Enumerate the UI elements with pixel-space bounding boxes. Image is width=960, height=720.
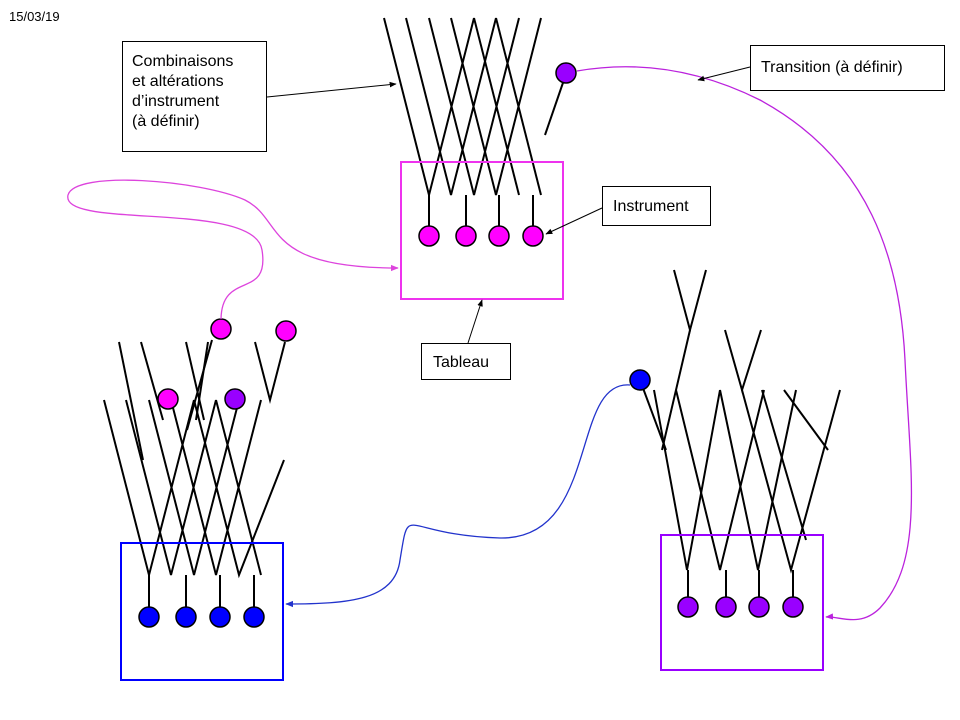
instrument-node	[782, 596, 804, 618]
callout-pointers	[266, 66, 751, 344]
callout-combinaisons-line: et altérations	[132, 73, 224, 90]
transition-curve-magenta	[67, 179, 399, 320]
transition-curve-purple	[576, 66, 913, 621]
pointer-tableau	[467, 299, 483, 344]
transition-node-purple	[555, 62, 577, 84]
tableau-frame-blue	[120, 542, 284, 681]
network-lines-top	[383, 17, 567, 226]
instrument-node	[715, 596, 737, 618]
transition-node-magenta	[275, 320, 297, 342]
pointer-instrument	[545, 207, 603, 235]
instrument-node	[455, 225, 477, 247]
instrument-node	[418, 225, 440, 247]
tableau-frame-purple	[660, 534, 824, 671]
callout-combinaisons-line: Combinaisons	[132, 53, 234, 70]
instrument-node	[209, 606, 231, 628]
instrument-node	[748, 596, 770, 618]
instrument-nodes-top	[418, 225, 544, 247]
network-left-blue	[103, 318, 297, 681]
pointer-transition	[697, 66, 751, 82]
callout-combinaisons-line: d’instrument	[132, 93, 220, 110]
instrument-node	[522, 225, 544, 247]
transition-node-purple	[224, 388, 246, 410]
instrument-node	[488, 225, 510, 247]
instrument-node	[175, 606, 197, 628]
network-top-magenta	[383, 17, 577, 300]
callout-combinaisons: Combinaisons et altérations d’instrument…	[122, 41, 267, 152]
callout-combinaisons-line: (à définir)	[132, 113, 200, 130]
network-lines-left	[103, 339, 286, 608]
instrument-nodes-left	[138, 606, 265, 628]
transition-node-magenta	[157, 388, 179, 410]
network-lines-right	[639, 269, 841, 598]
transition-node-blue	[629, 369, 651, 391]
callout-transition: Transition (à définir)	[750, 45, 945, 91]
date-label: 15/03/19	[9, 9, 60, 24]
instrument-node	[243, 606, 265, 628]
network-right-purple	[629, 269, 841, 671]
instrument-node	[677, 596, 699, 618]
transition-node-magenta	[210, 318, 232, 340]
pointer-combinaisons	[266, 81, 397, 98]
callout-tableau: Tableau	[421, 343, 511, 380]
tableau-frame-magenta	[400, 161, 564, 300]
callout-instrument: Instrument	[602, 186, 711, 226]
instrument-nodes-right	[677, 596, 804, 618]
transition-curve-blue	[285, 384, 631, 608]
instrument-node	[138, 606, 160, 628]
